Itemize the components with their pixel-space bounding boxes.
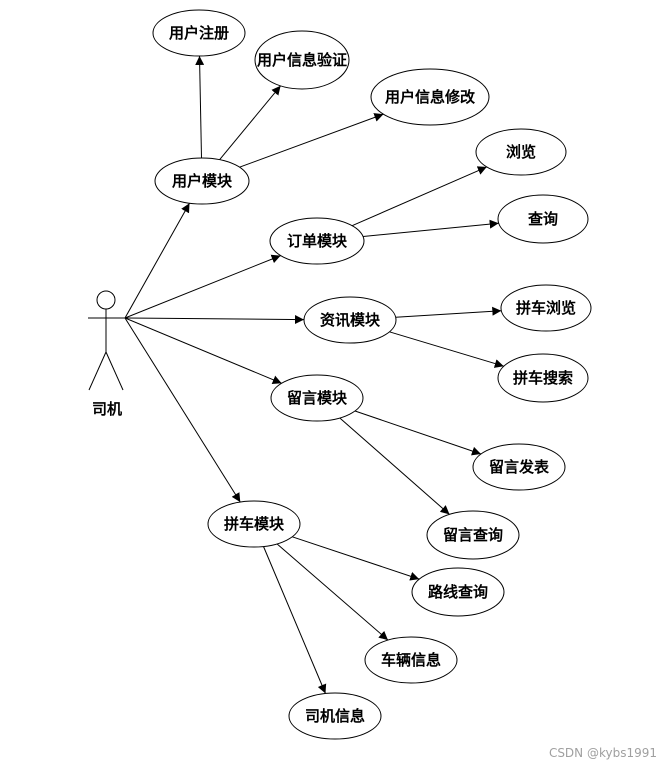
actor-left-leg [88, 351, 107, 391]
use-case-label: 拼车浏览 [516, 299, 576, 317]
edge-user-module-to-user-modify [239, 113, 384, 168]
use-case-label: 留言查询 [443, 526, 503, 544]
edge-info-module-to-carpool-search [389, 331, 504, 368]
use-case-carpool-module: 拼车模块 [207, 500, 301, 548]
use-case-label: 路线查询 [428, 583, 488, 601]
edge-order-module-to-query [363, 219, 499, 237]
use-case-label: 司机信息 [305, 707, 365, 725]
edge-carpool-module-to-driver-info [263, 546, 327, 694]
actor-driver: 司机 [88, 290, 125, 418]
use-case-label: 车辆信息 [381, 651, 441, 669]
use-case-label: 资讯模块 [320, 311, 381, 329]
use-case-label: 查询 [528, 210, 558, 228]
use-case-label: 拼车搜索 [513, 369, 573, 387]
use-case-label: 浏览 [506, 143, 536, 161]
actor-right-leg [105, 351, 124, 391]
edge-info-module-to-carpool-browse [395, 306, 502, 318]
use-case-label: 用户模块 [172, 172, 233, 190]
use-case-message-post: 留言发表 [472, 443, 566, 491]
use-case-label: 留言发表 [489, 458, 550, 476]
use-case-browse: 浏览 [475, 128, 567, 176]
actor-head [96, 290, 116, 310]
edge-actor-to-message-module [124, 317, 282, 384]
use-case-vehicle-info: 车辆信息 [364, 636, 458, 684]
use-case-label: 用户注册 [169, 24, 229, 42]
use-case-message-module: 留言模块 [270, 374, 364, 422]
edge-carpool-module-to-route-query [292, 536, 420, 581]
edges-layer [124, 55, 504, 694]
use-case-user-register: 用户注册 [152, 9, 246, 57]
use-case-carpool-browse: 拼车浏览 [500, 284, 592, 332]
edge-order-module-to-browse [351, 166, 488, 227]
use-case-driver-info: 司机信息 [288, 692, 382, 740]
edge-user-module-to-user-verify [219, 85, 281, 161]
use-case-user-modify: 用户信息修改 [370, 68, 490, 126]
use-case-user-module: 用户模块 [154, 157, 250, 205]
edge-actor-to-order-module [124, 254, 281, 319]
edge-user-module-to-user-register [195, 55, 205, 159]
use-case-info-module: 资讯模块 [303, 296, 397, 344]
use-case-carpool-search: 拼车搜索 [497, 353, 589, 403]
use-case-route-query: 路线查询 [411, 567, 505, 617]
edge-message-module-to-message-query [339, 417, 450, 515]
use-case-user-verify: 用户信息验证 [254, 30, 350, 90]
use-case-order-module: 订单模块 [269, 217, 365, 265]
edge-message-module-to-message-post [354, 410, 482, 456]
use-case-message-query: 留言查询 [426, 510, 520, 560]
edge-carpool-module-to-vehicle-info [276, 543, 389, 641]
edge-actor-to-user-module [124, 202, 190, 319]
use-case-query: 查询 [497, 194, 589, 244]
actor-label: 司机 [92, 400, 122, 418]
edge-actor-to-info-module [124, 315, 305, 325]
edge-actor-to-carpool-module [124, 317, 241, 503]
use-case-label: 订单模块 [287, 232, 348, 250]
use-case-label: 拼车模块 [224, 515, 285, 533]
use-case-label: 用户信息验证 [257, 51, 347, 69]
use-case-label: 用户信息修改 [385, 88, 476, 106]
watermark: CSDN @kybs1991 [548, 746, 657, 760]
use-case-label: 留言模块 [287, 389, 348, 407]
